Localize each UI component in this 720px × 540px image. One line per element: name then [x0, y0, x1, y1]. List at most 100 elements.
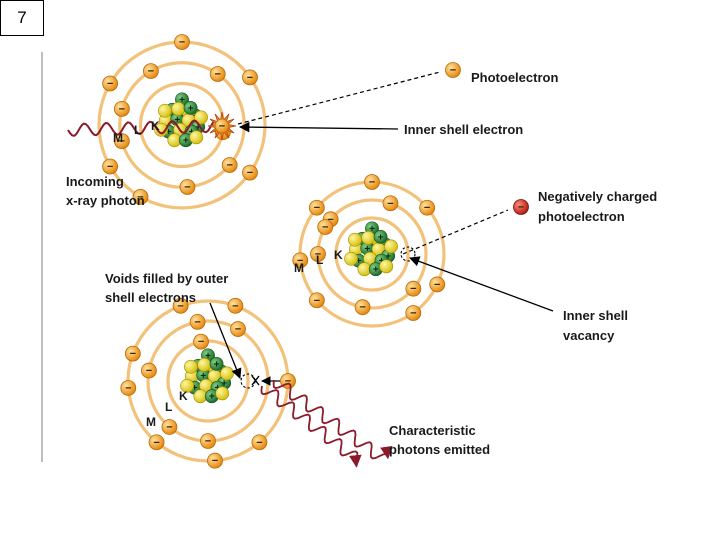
svg-text:−: − [285, 376, 291, 388]
orbital-electron: − [354, 299, 371, 316]
shell-vacancy [400, 246, 416, 262]
orbital-electron: − [419, 199, 436, 216]
svg-text:+: + [183, 136, 189, 147]
orbital-electron: − [132, 188, 149, 205]
photoelectron-label: Photoelectron [471, 70, 558, 85]
svg-text:+: + [209, 392, 215, 403]
orbital-electron: − [364, 174, 380, 190]
svg-text:−: − [424, 202, 430, 214]
svg-text:+: + [378, 232, 384, 243]
svg-text:+: + [179, 95, 185, 106]
svg-text:−: − [256, 437, 262, 449]
atom-photon-absorption: +++++++++−−−−−−−−−−−−− [97, 34, 267, 210]
orbital-electron: − [193, 333, 209, 350]
vacancy-arrow [409, 256, 554, 312]
svg-text:+: + [195, 122, 201, 133]
atom3-shell-m-label: M [146, 415, 156, 429]
nucleus: +++++++++ [180, 348, 234, 404]
orbital-electron: − [200, 433, 216, 449]
svg-text:−: − [153, 437, 159, 449]
svg-text:−: − [107, 78, 113, 90]
svg-text:−: − [119, 136, 125, 148]
proton [373, 229, 388, 244]
svg-text:−: − [166, 421, 172, 433]
atom2-shell-k-label: K [334, 248, 343, 262]
orbital-electron: − [221, 157, 238, 173]
svg-text:−: − [322, 222, 328, 234]
atom2-shell-l-label: L [316, 253, 323, 267]
neutron [215, 386, 230, 401]
svg-text:+: + [369, 224, 375, 235]
svg-text:−: − [235, 324, 241, 336]
characteristic-label-line2: photons emitted [389, 442, 490, 457]
orbital-electron: − [251, 434, 268, 451]
svg-text:+: + [192, 383, 198, 394]
orbital-electron: − [405, 305, 422, 321]
atom2-shell-m-label: M [294, 261, 304, 275]
slide-number: 7 [0, 0, 44, 36]
proton [183, 101, 198, 115]
negative-photoelectron-path [402, 209, 509, 255]
neutron [379, 259, 394, 274]
neutron [197, 357, 212, 372]
incoming-xray-wave [67, 119, 215, 137]
orbital-electron: − [230, 321, 246, 337]
negative-photoelectron-electron: − [513, 199, 529, 215]
atom-with-vacancy: +++++++++−−−−−−−−−−−−− [292, 174, 446, 328]
orbital-electron: − [102, 75, 119, 92]
svg-text:−: − [359, 302, 365, 314]
svg-text:−: − [327, 214, 333, 226]
vacancy-cross [251, 375, 260, 386]
svg-text:−: − [434, 279, 440, 291]
inner-shell-electron-label: Inner shell electron [404, 122, 523, 137]
orbital-electron: − [242, 69, 258, 86]
orbital-electron: − [113, 100, 130, 117]
orbital-electron: − [102, 158, 119, 175]
orbital-electron: − [189, 314, 206, 330]
neutron [183, 359, 198, 374]
orbit-k [334, 216, 410, 292]
orbital-electron: − [141, 362, 157, 379]
svg-text:−: − [410, 283, 416, 295]
atom3-shell-l-label: L [165, 400, 172, 414]
orbital-electron: − [148, 434, 165, 451]
voids-label-line1: Voids filled by outer [105, 271, 228, 286]
svg-text:+: + [214, 359, 220, 370]
svg-text:−: − [315, 249, 321, 261]
atom1-shell-l-label: L [134, 123, 141, 137]
neutron [384, 239, 398, 254]
photoelectron-path [237, 71, 441, 125]
svg-text:−: − [146, 365, 152, 377]
orbital-electron: − [382, 195, 399, 212]
svg-text:−: − [297, 255, 303, 267]
atom-vacancy-filling: +++++++++−−−−−−−−−−−−−− [120, 297, 296, 469]
negative-photoelectron-label-line2: photoelectron [538, 209, 625, 224]
svg-text:−: − [119, 103, 125, 115]
orbital-electron: − [124, 345, 141, 362]
neutron [194, 110, 208, 125]
svg-text:+: + [188, 103, 194, 114]
neutron [220, 366, 234, 381]
svg-text:−: − [125, 382, 131, 394]
svg-text:−: − [137, 191, 143, 203]
svg-text:+: + [373, 265, 379, 276]
svg-text:−: − [148, 66, 154, 78]
orbital-electron: − [207, 452, 223, 469]
orbital-electron: − [429, 276, 446, 293]
incoming-label-line1: Incoming [66, 174, 124, 189]
orbital-electron: − [405, 280, 422, 297]
svg-text:−: − [369, 177, 375, 189]
svg-text:+: + [166, 127, 172, 138]
vacancy-label-line1: Inner shell [563, 308, 628, 323]
orbital-electron: − [310, 246, 326, 262]
svg-text:−: − [387, 198, 393, 210]
svg-text:+: + [385, 251, 391, 262]
characteristic-photon-wave-1 [260, 385, 362, 468]
svg-text:−: − [194, 316, 200, 328]
voids-label-line2: shell electrons [105, 290, 196, 305]
svg-text:−: − [247, 167, 253, 179]
svg-text:−: − [314, 202, 320, 214]
vacancy-label-line2: vacancy [563, 328, 615, 343]
svg-text:+: + [174, 115, 180, 126]
